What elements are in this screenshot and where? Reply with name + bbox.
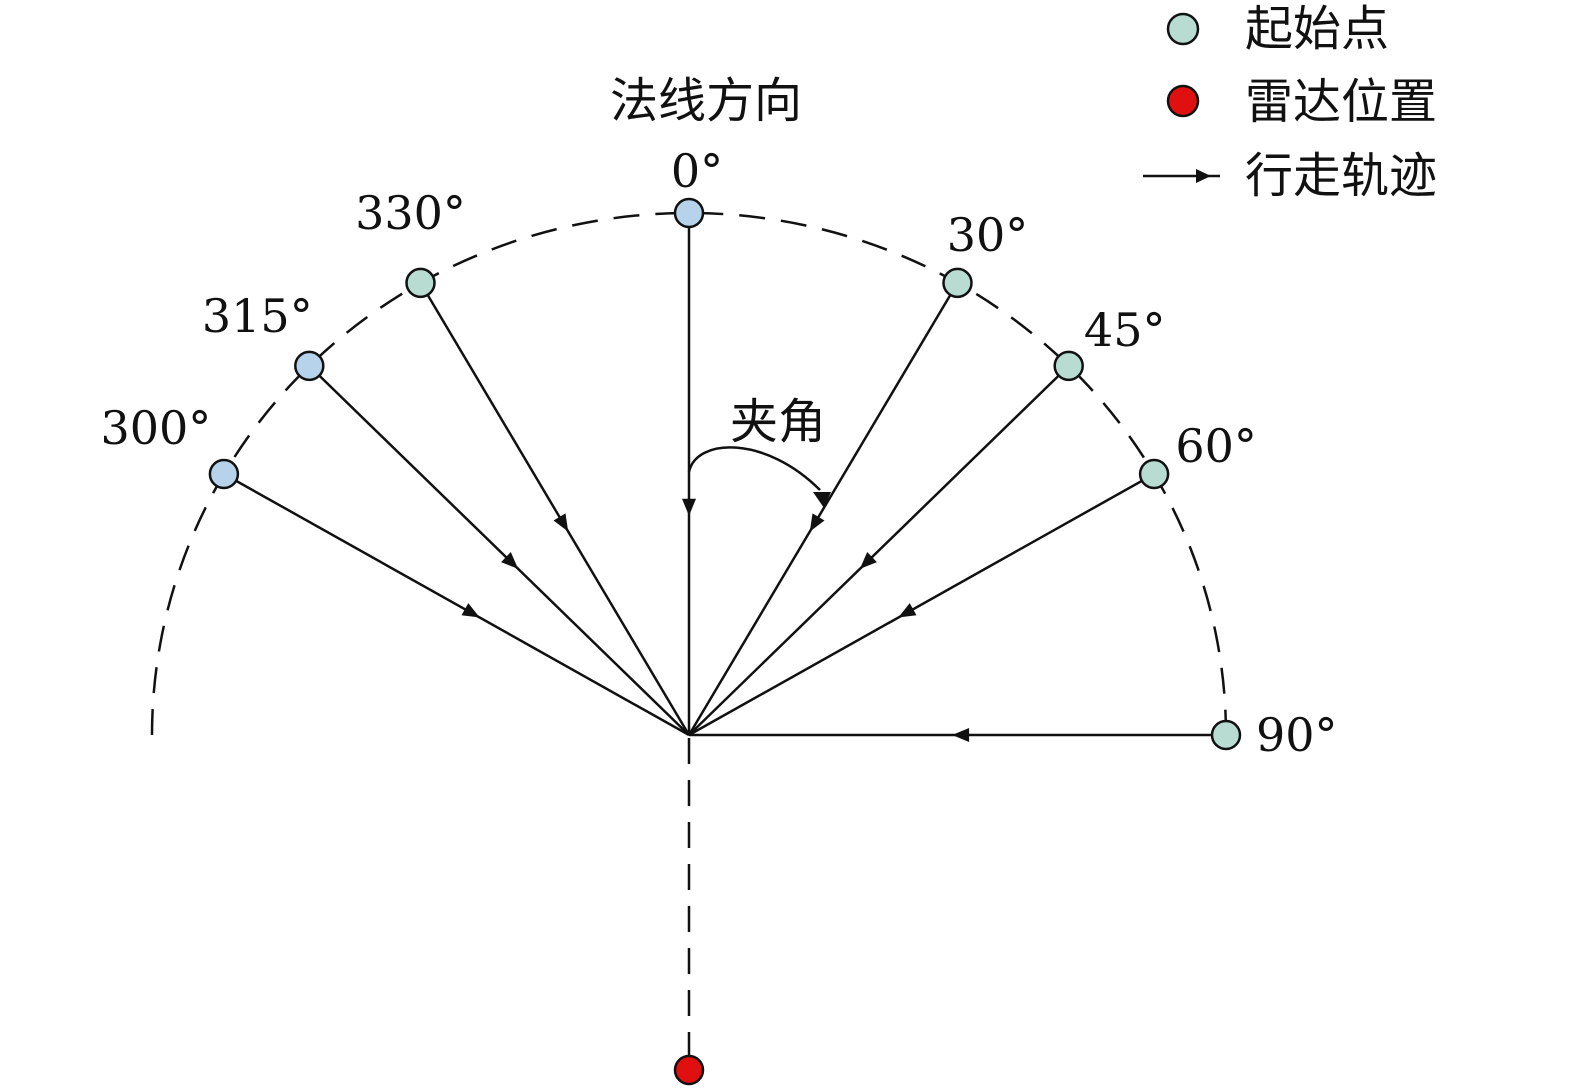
legend-radar-position-label: 雷达位置 xyxy=(1245,74,1437,130)
angle-label-90: 90° xyxy=(1256,708,1338,762)
walk-track-arrow-300 xyxy=(461,603,480,618)
angle-label-0: 0° xyxy=(671,144,723,198)
walk-track-60 xyxy=(688,472,1155,737)
walk-track-45 xyxy=(688,365,1070,736)
walk-tracks xyxy=(223,213,1226,742)
start-point-60 xyxy=(1138,458,1170,490)
legend-start-point-label: 起始点 xyxy=(1245,1,1389,57)
included-angle-arc xyxy=(687,446,821,491)
start-point-330 xyxy=(405,267,436,299)
walk-track-arrow-90 xyxy=(952,728,970,742)
walk-track-arrow-315 xyxy=(501,552,519,569)
start-point-45 xyxy=(1053,350,1084,382)
included-angle-arrowhead xyxy=(813,492,831,508)
legend-start-point-marker xyxy=(1166,12,1200,46)
angle-label-30: 30° xyxy=(947,208,1029,262)
included-angle-label: 夹角 xyxy=(730,394,826,450)
walk-track-arrow-30 xyxy=(809,513,825,532)
legend-radar-position-marker xyxy=(1166,84,1200,118)
walk-track-315 xyxy=(308,365,690,736)
walk-track-arrow-45 xyxy=(859,552,877,569)
angle-label-60: 60° xyxy=(1175,419,1257,473)
radar-position-marker xyxy=(673,1054,705,1086)
normal-direction-title: 法线方向 xyxy=(610,73,802,129)
walk-track-300 xyxy=(223,472,690,737)
angle-label-45: 45° xyxy=(1084,303,1166,357)
walk-track-arrow-60 xyxy=(898,603,917,618)
walk-track-arrow-330 xyxy=(553,513,569,532)
start-point-30 xyxy=(942,267,973,299)
legend: 起始点 雷达位置 行走轨迹 xyxy=(1143,1,1437,204)
legend-walk-path-label: 行走轨迹 xyxy=(1245,148,1437,204)
angle-label-315: 315° xyxy=(202,289,313,343)
walk-track-arrow-0 xyxy=(682,498,696,516)
start-point-300 xyxy=(208,458,240,490)
angle-label-300: 300° xyxy=(100,401,211,455)
legend-walk-path-arrowhead xyxy=(1196,169,1211,183)
angle-label-330: 330° xyxy=(355,186,466,240)
start-points xyxy=(208,197,1242,751)
start-point-315 xyxy=(294,350,325,382)
walk-track-330 xyxy=(419,282,691,736)
angle-labels: 300° 315° 330° 0° 30° 45° 60° 90° xyxy=(100,144,1337,762)
start-point-0 xyxy=(673,197,705,229)
start-point-90 xyxy=(1210,719,1242,751)
walk-track-30 xyxy=(687,282,959,736)
